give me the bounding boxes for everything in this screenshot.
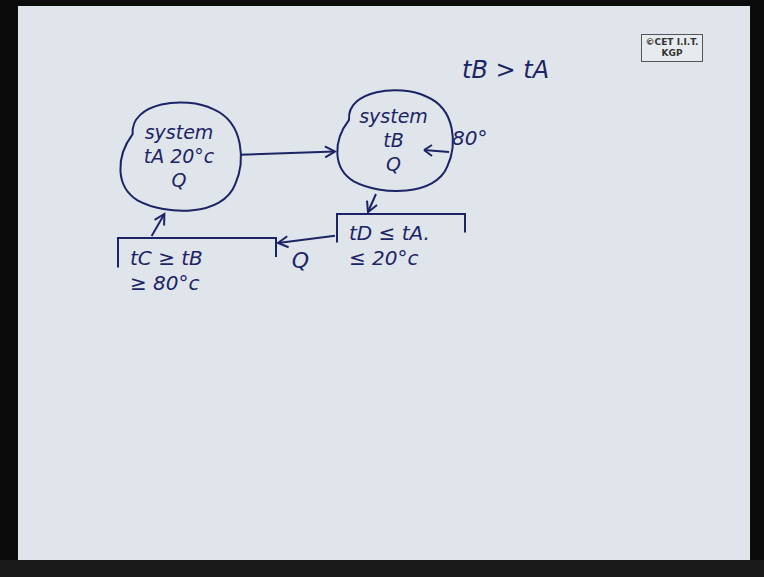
arrow-head <box>325 146 335 157</box>
heat-connector <box>367 194 377 212</box>
temperature-label: 80° <box>452 126 487 150</box>
reservoir-box: tC ≥ tB≥ 80°c <box>116 236 278 306</box>
frame-edge <box>0 0 764 6</box>
node-text: tB <box>383 129 403 153</box>
logo-stamp: ©CET I.I.T. KGP <box>641 34 703 62</box>
node-text: tA 20°c <box>144 145 215 169</box>
reservoir-box: tD ≤ tA.≤ 20°c <box>335 212 467 280</box>
node-text: ≥ 80°c <box>130 271 200 296</box>
node-text: system <box>359 105 428 129</box>
outline-path <box>337 90 453 191</box>
connector-line <box>240 152 335 155</box>
edge-label: Q <box>290 249 311 273</box>
node-text: Q <box>386 153 401 177</box>
node-text: ≤ 20°c <box>349 246 419 271</box>
node-text: tD ≤ tA. <box>349 221 430 246</box>
system-blob: systemtA 20°cQ <box>118 100 240 214</box>
node-text: tC ≥ tB <box>130 246 203 271</box>
system-blob: systemtBQ <box>335 88 452 194</box>
node-text: Q <box>172 169 187 193</box>
connector-line <box>278 236 335 243</box>
heat-connector <box>152 214 165 236</box>
arrow-head <box>424 145 432 156</box>
arrow-head <box>278 236 289 247</box>
connector-line <box>368 194 376 212</box>
connector-line <box>152 214 165 236</box>
condition-note: tB > tA <box>462 56 549 85</box>
frame-edge <box>0 560 764 577</box>
frame-edge <box>750 0 764 577</box>
arrow-head <box>367 201 377 212</box>
node-text: system <box>145 121 214 145</box>
arrow-head <box>155 214 165 225</box>
frame-edge <box>0 0 18 577</box>
heat-connector <box>278 236 335 247</box>
outline-path <box>120 102 240 210</box>
heat-connector <box>240 146 335 157</box>
